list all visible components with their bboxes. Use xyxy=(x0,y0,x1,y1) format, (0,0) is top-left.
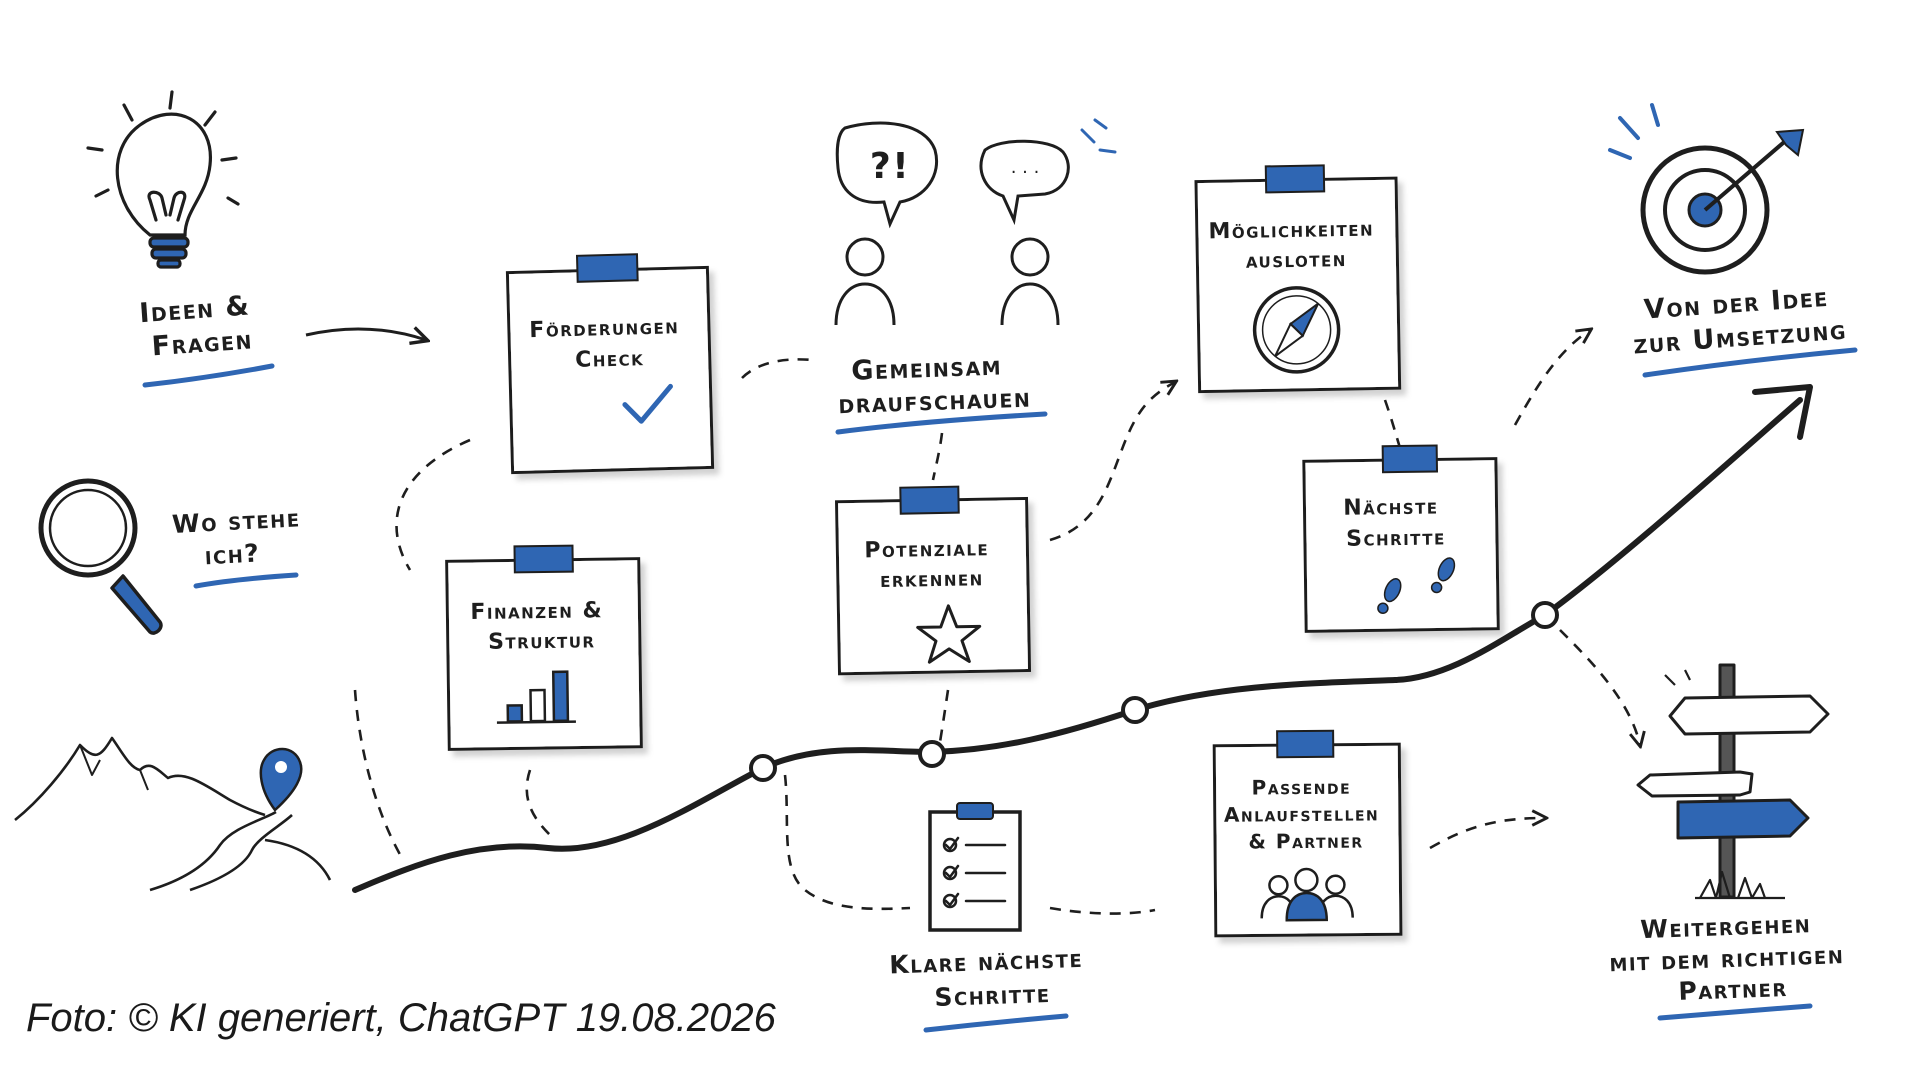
svg-text:Potenziale erkennen: Potenziale erkennen xyxy=(864,536,999,593)
person-icon-right xyxy=(1000,237,1060,326)
finanzen-label-line1: Finanzen & xyxy=(470,598,603,625)
bubble-left-text: ?! xyxy=(870,146,910,187)
naechste-schritte-card: Nächste Schritte xyxy=(1302,444,1500,633)
weiter-label-line3: Partner xyxy=(1678,973,1788,1006)
svg-text:Klare nächste Schritte: Klare nächste Schritte xyxy=(889,943,1095,1013)
milestone-4 xyxy=(1531,601,1559,629)
milestones xyxy=(749,601,1559,782)
milestone-3 xyxy=(1121,696,1149,724)
passende-label-line3: & Partner xyxy=(1248,829,1363,854)
foerderungen-label-line2: Check xyxy=(575,346,645,373)
checkmark-icon xyxy=(622,383,673,424)
footprints-icon xyxy=(1377,557,1456,614)
bar-chart-icon xyxy=(496,670,576,724)
naechste-label-line1: Nächste xyxy=(1343,494,1439,520)
dashed-connectors xyxy=(353,330,1640,915)
weiter-label-line1: Weitergehen xyxy=(1640,909,1812,944)
foerderungen-label-line1: Förderungen xyxy=(529,314,680,343)
speech-bubble-icon-right: · · · xyxy=(979,139,1070,226)
klare-label-line2: Schritte xyxy=(934,979,1051,1012)
svg-text:Förderungen Check: Förderungen Check xyxy=(529,314,690,374)
location-pin-icon xyxy=(259,747,303,812)
growth-arrow-head xyxy=(1752,384,1813,440)
mountain-icon xyxy=(14,736,332,892)
svg-text:Von der Idee zur Umsetzung: Von der Idee zur Umsetzung xyxy=(1630,281,1848,361)
svg-text:Gemeinsam draufschauen: Gemeinsam draufschauen xyxy=(837,350,1032,421)
target-icon xyxy=(1608,103,1805,275)
finanzen-card: Finanzen & Struktur xyxy=(445,544,643,751)
group-icon xyxy=(1260,867,1354,922)
sparkle-marks xyxy=(1080,118,1117,154)
magnifier-icon xyxy=(38,478,163,635)
svg-text:Finanzen & Struktur: Finanzen & Struktur xyxy=(470,598,613,655)
bubble-right-text: · · · xyxy=(1011,162,1040,183)
lightbulb-icon xyxy=(86,90,240,269)
milestone-2 xyxy=(918,740,946,768)
compass-icon xyxy=(1252,286,1341,374)
clipboard-icon xyxy=(928,802,1022,932)
speech-bubble-icon-left: ?! xyxy=(835,121,938,229)
signpost-icon xyxy=(1636,663,1830,900)
foerderungen-card: Förderungen Check xyxy=(505,253,715,475)
ideas-label-line2: Fragen xyxy=(151,324,254,362)
finanzen-label-line2: Struktur xyxy=(488,628,596,654)
person-icon-left xyxy=(834,237,896,326)
star-icon xyxy=(916,604,982,664)
ideas-arrow xyxy=(305,329,426,340)
svg-text:Ideen & Fragen: Ideen & Fragen xyxy=(138,290,264,363)
passende-label-line2: Anlaufstellen xyxy=(1224,801,1379,826)
svg-text:Weitergehen mit dem richti: Weitergehen mit dem richtigen Partner xyxy=(1608,908,1856,1008)
potenziale-card: Potenziale erkennen xyxy=(835,485,1032,676)
gemeinsam-label-line1: Gemeinsam xyxy=(851,350,1003,386)
svg-text:Möglichkeiten ausloten: Möglichkeiten ausloten xyxy=(1208,216,1384,274)
gemeinsam-label-line2: draufschauen xyxy=(838,382,1032,420)
ideas-label-line1: Ideen & xyxy=(138,290,251,329)
moeglichkeiten-label-line2: ausloten xyxy=(1246,247,1347,274)
idee-underline xyxy=(1642,347,1858,378)
photo-credit-caption: Foto: © KI generiert, ChatGPT 19.08.2026 xyxy=(26,996,776,1040)
where-label-line1: Wo stehe xyxy=(171,503,301,539)
naechste-label-line2: Schritte xyxy=(1346,525,1446,551)
where-underline xyxy=(193,572,299,589)
svg-text:Passende Anlaufstellen: Passende Anlaufstellen & Partner xyxy=(1224,774,1388,853)
svg-text:Nächste Schritte: Nächste Schritte xyxy=(1343,494,1448,551)
passende-label-line1: Passende xyxy=(1251,775,1351,800)
moeglichkeiten-card: Möglichkeiten ausloten xyxy=(1194,164,1402,394)
klare-label-line1: Klare nächste xyxy=(889,944,1084,980)
potenziale-label-line2: erkennen xyxy=(880,566,984,593)
svg-text:Wo stehe ich?: Wo stehe ich? xyxy=(171,503,313,572)
where-label-line2: ich? xyxy=(204,538,261,570)
weiter-underline xyxy=(1657,1003,1813,1021)
moeglichkeiten-label-line1: Möglichkeiten xyxy=(1208,217,1374,245)
ideas-underline xyxy=(142,363,275,388)
potenziale-label-line1: Potenziale xyxy=(864,536,989,563)
gemeinsam-underline xyxy=(835,411,1048,435)
milestone-1 xyxy=(749,754,777,782)
passende-card: Passende Anlaufstellen & Partner xyxy=(1212,729,1403,938)
weiter-label-line2: mit dem richtigen xyxy=(1609,940,1845,977)
klare-underline xyxy=(923,1013,1069,1033)
